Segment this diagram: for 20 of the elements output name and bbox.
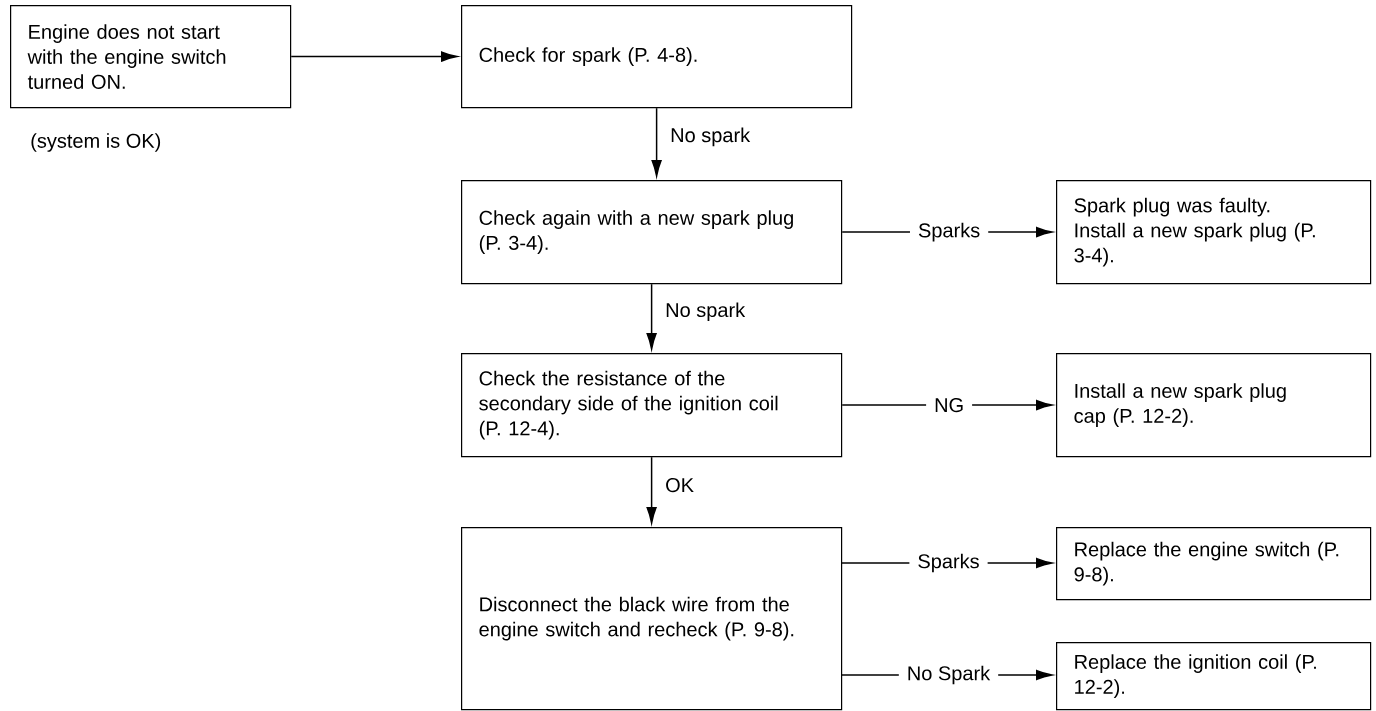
edge-label: No Spark [898,662,999,688]
edge-label: NG [926,394,973,416]
edge-label: Sparks [909,550,988,576]
edge-label: OK [666,478,694,493]
process-box: Check again with a new spark plug (P. 3-4). [461,180,843,285]
edge-label: No spark [666,302,746,322]
process-box: Replace the engine switch (P. 9-8). [1056,527,1372,601]
process-box: Disconnect the black wire from the engine switch and recheck (P. 9-8). [461,527,843,711]
process-box: Check the resistance of the secondary side of the ignition coil (P. 12-4). [461,353,843,458]
process-box: Replace the ignition coil (P. 12-2). [1056,642,1372,711]
note: (system is OK) [31,133,161,152]
arrow [646,456,657,524]
arrow [651,107,662,177]
process-box: Install a new spark plug cap (P. 12-2). [1056,353,1372,458]
arrow [646,283,657,350]
edge-label: No spark [671,127,751,147]
process-box: Spark plug was faulty. Install a new spark plug (P. 3-4). [1056,180,1372,285]
edge-label: Sparks [910,219,989,245]
process-box: Engine does not start with the engine switch turned ON. [10,5,292,109]
process-box: Check for spark (P. 4-8). [461,5,853,109]
